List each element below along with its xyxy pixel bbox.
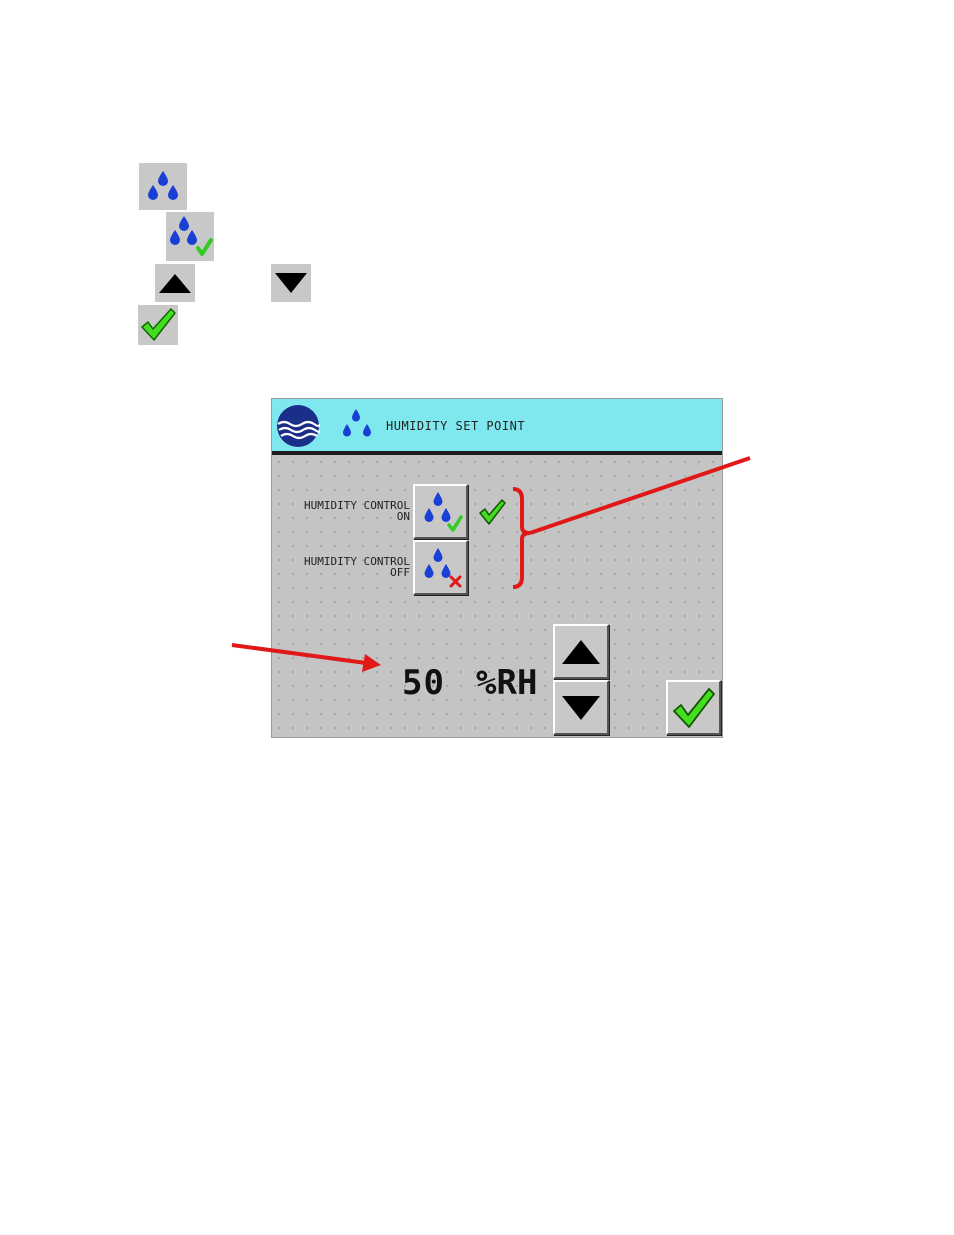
setpoint-unit: %RH bbox=[476, 663, 537, 703]
humidity-control-off-label: HUMIDITY CONTROL OFF bbox=[272, 556, 410, 578]
increase-button[interactable] bbox=[553, 624, 609, 679]
humidity-on-legend-icon bbox=[166, 212, 214, 261]
selected-check-icon bbox=[477, 497, 507, 527]
humidity-drops-legend-icon bbox=[139, 163, 187, 210]
humidity-setpoint-screen: HUMIDITY SET POINT HUMIDITY CONTROL ON H… bbox=[272, 399, 722, 737]
confirm-check-icon bbox=[671, 685, 717, 731]
confirm-check-legend-icon bbox=[138, 305, 178, 345]
company-logo bbox=[276, 404, 320, 448]
setpoint-value: 50 bbox=[402, 663, 445, 703]
humidity-control-on-button[interactable] bbox=[413, 484, 468, 539]
arrow-up-legend-icon bbox=[155, 264, 195, 302]
arrow-down-icon bbox=[559, 688, 603, 728]
humidity-off-icon bbox=[418, 545, 464, 591]
arrow-up-icon bbox=[559, 632, 603, 672]
humidity-control-on-label: HUMIDITY CONTROL ON bbox=[272, 500, 410, 522]
screen-title: HUMIDITY SET POINT bbox=[386, 419, 525, 433]
arrow-down-legend-icon bbox=[271, 264, 311, 302]
humidity-on-icon bbox=[418, 489, 464, 535]
humidity-control-off-button[interactable] bbox=[413, 540, 468, 595]
title-bar: HUMIDITY SET POINT bbox=[272, 399, 722, 455]
humidity-drops-icon bbox=[339, 406, 377, 444]
decrease-button[interactable] bbox=[553, 680, 609, 735]
confirm-button[interactable] bbox=[666, 680, 721, 735]
